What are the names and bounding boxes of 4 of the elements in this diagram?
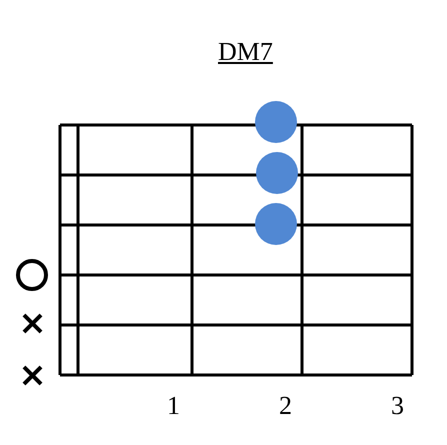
fret-number: 2 (279, 392, 292, 420)
fret-number: 1 (167, 392, 180, 420)
fret-number: 3 (391, 392, 404, 420)
chord-title: DM7 (218, 38, 273, 66)
